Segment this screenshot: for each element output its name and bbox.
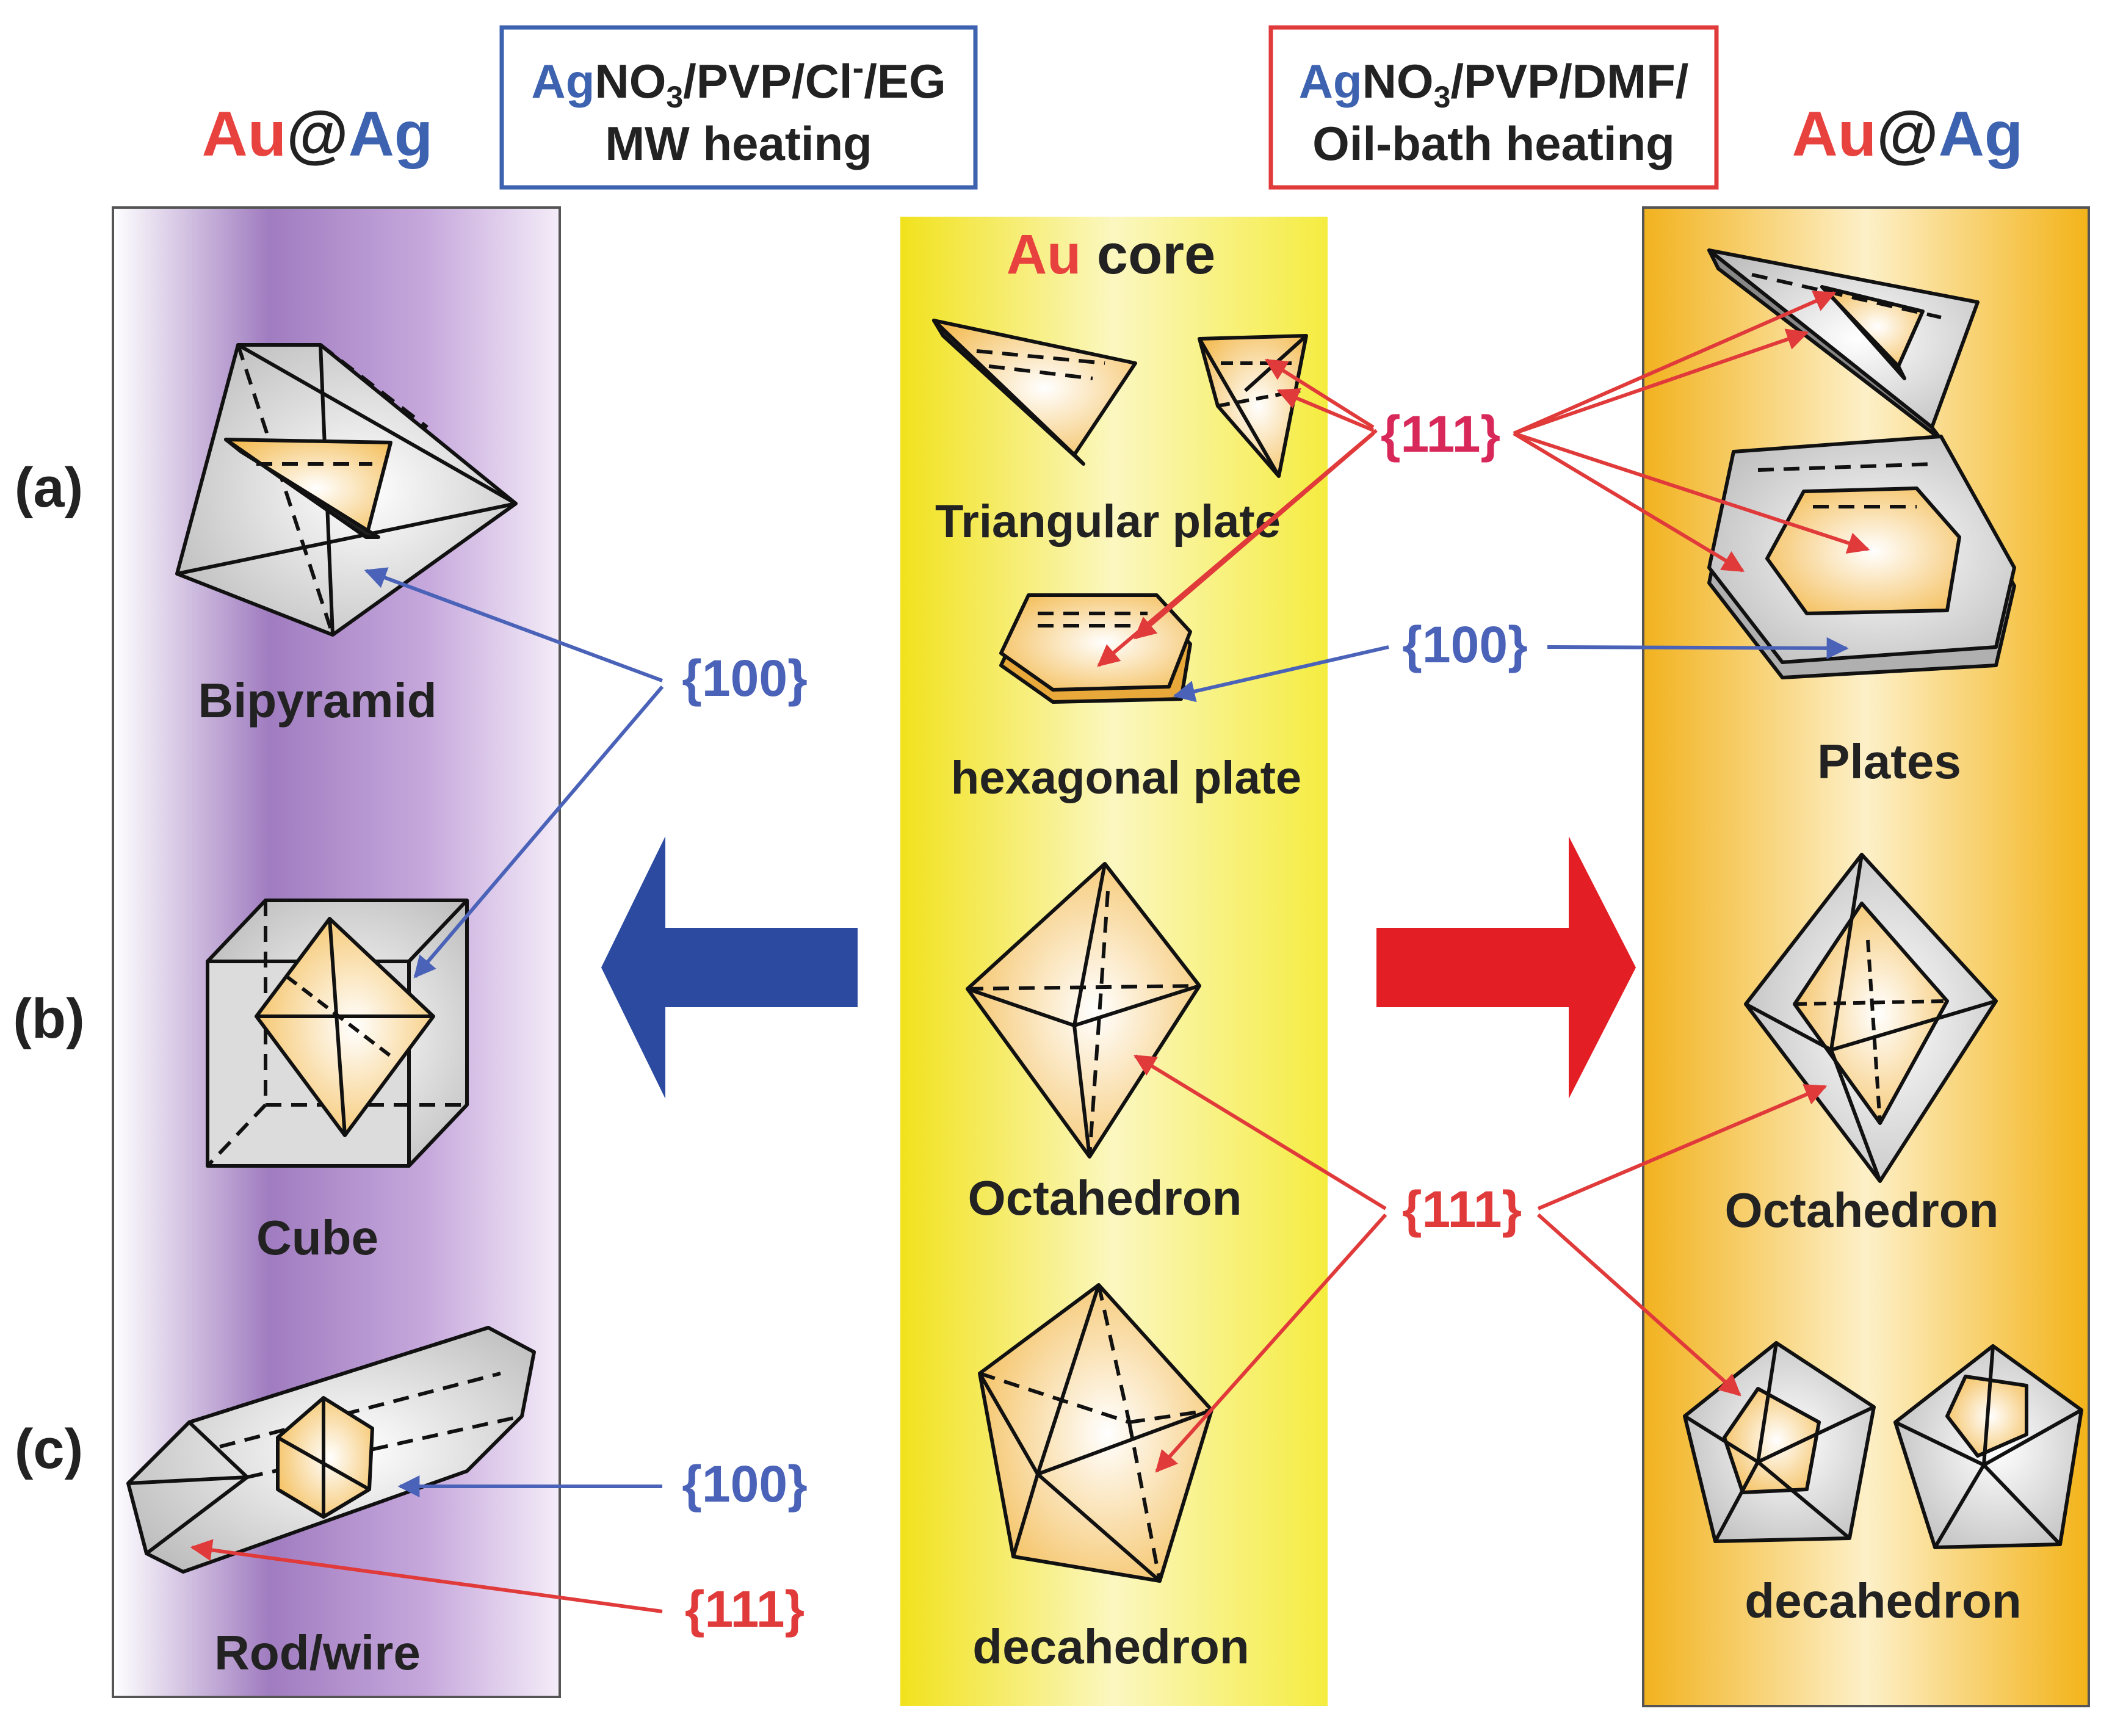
- left-condition-line2: MW heating: [605, 117, 872, 170]
- center-label-octahedron: Octahedron: [968, 1171, 1242, 1225]
- right-hexagonal-gold-core: [1765, 486, 1961, 615]
- left-label-bipyramid: Bipyramid: [198, 673, 436, 728]
- right-octahedron-shape: [1744, 853, 1998, 1183]
- rod-shape: [126, 1326, 536, 1574]
- right-title-ag: Ag: [1939, 99, 2023, 170]
- right-decahedron-2-shape: [1893, 1344, 2083, 1549]
- center-title: Au core: [1007, 223, 1216, 286]
- right-title: Au@Ag: [1792, 99, 2023, 170]
- left-condition-line1: AgNO3/PVP/Cl-/EG: [531, 48, 946, 114]
- right-condition-box: [1268, 25, 1719, 190]
- row-label-a: (a): [15, 457, 83, 519]
- arrow-111-to-tetra: [1264, 358, 1375, 429]
- right-triangular-plate-shape: [1707, 248, 1980, 441]
- arrow-111-to-octahedron: [1133, 1054, 1387, 1210]
- facet-label-111-top: {111}: [1381, 405, 1500, 463]
- arrow-100-to-hexplate: [1173, 645, 1389, 703]
- triangular-plate-shape: [932, 319, 1137, 466]
- left-condition-box: [499, 25, 978, 190]
- facet-label-100-rod: {100}: [682, 1455, 808, 1513]
- cube-shape: [206, 899, 469, 1168]
- red-process-arrow: [1376, 836, 1636, 1099]
- left-title: Au@Ag: [202, 99, 433, 170]
- row-label-b: (b): [13, 988, 84, 1050]
- arrow-111-to-right-hex: [1513, 432, 1870, 554]
- right-condition-line1: AgNO3/PVP/DMF/: [1299, 54, 1689, 114]
- arrow-111-to-rod: [190, 1539, 663, 1613]
- facet-label-111-middle: {111}: [1402, 1181, 1522, 1238]
- row-label-c: (c): [15, 1418, 83, 1480]
- facet-pointer-arrows: [190, 291, 1870, 1613]
- right-title-au: Au: [1792, 99, 1877, 170]
- right-label-decahedron: decahedron: [1745, 1574, 2021, 1628]
- bipyramid-shape: [175, 343, 518, 637]
- center-label-hexagonal-plate: hexagonal plate: [951, 752, 1301, 804]
- arrow-111-to-right-tri: [1513, 328, 1809, 435]
- center-octahedron-shape: [966, 862, 1201, 1159]
- blue-process-arrow: [601, 836, 858, 1099]
- arrow-111-to-tetra-2: [1276, 388, 1375, 432]
- arrow-111-to-right-deca: [1537, 1213, 1741, 1397]
- right-label-plates: Plates: [1817, 734, 1961, 789]
- arrow-111-to-right-hex-2: [1513, 432, 1745, 573]
- right-decahedron-1-gold-core: [1723, 1387, 1821, 1494]
- left-title-ag: Ag: [349, 99, 433, 170]
- arrow-111-to-right-octa: [1537, 1084, 1828, 1210]
- arrow-111-to-decahedron: [1155, 1213, 1387, 1473]
- left-title-at: @: [286, 99, 348, 170]
- facet-label-100-center-left: {100}: [682, 649, 808, 707]
- center-label-triangular-plate: Triangular plate: [935, 496, 1281, 548]
- center-title-rest: core: [1081, 223, 1215, 286]
- arrow-111-to-right-tri-2: [1513, 291, 1837, 435]
- center-decahedron-shape: [978, 1283, 1213, 1583]
- facet-label-111-rod: {111}: [685, 1580, 805, 1638]
- center-title-au: Au: [1007, 223, 1082, 286]
- left-label-cube: Cube: [256, 1210, 378, 1265]
- arrow-100-to-right-hex: [1547, 637, 1849, 659]
- arrow-100-to-bipyramid: [364, 567, 664, 682]
- center-label-decahedron: decahedron: [972, 1619, 1249, 1674]
- arrow-111-to-hexplate-2: [1134, 432, 1375, 640]
- right-title-at: @: [1876, 99, 1938, 170]
- left-title-au: Au: [202, 99, 287, 170]
- left-label-rod-wire: Rod/wire: [214, 1626, 421, 1680]
- right-label-octahedron: Octahedron: [1725, 1183, 1999, 1237]
- right-condition-line2: Oil-bath heating: [1312, 117, 1675, 170]
- arrow-100-to-cube: [413, 685, 664, 978]
- facet-label-100-center-right: {100}: [1402, 616, 1528, 673]
